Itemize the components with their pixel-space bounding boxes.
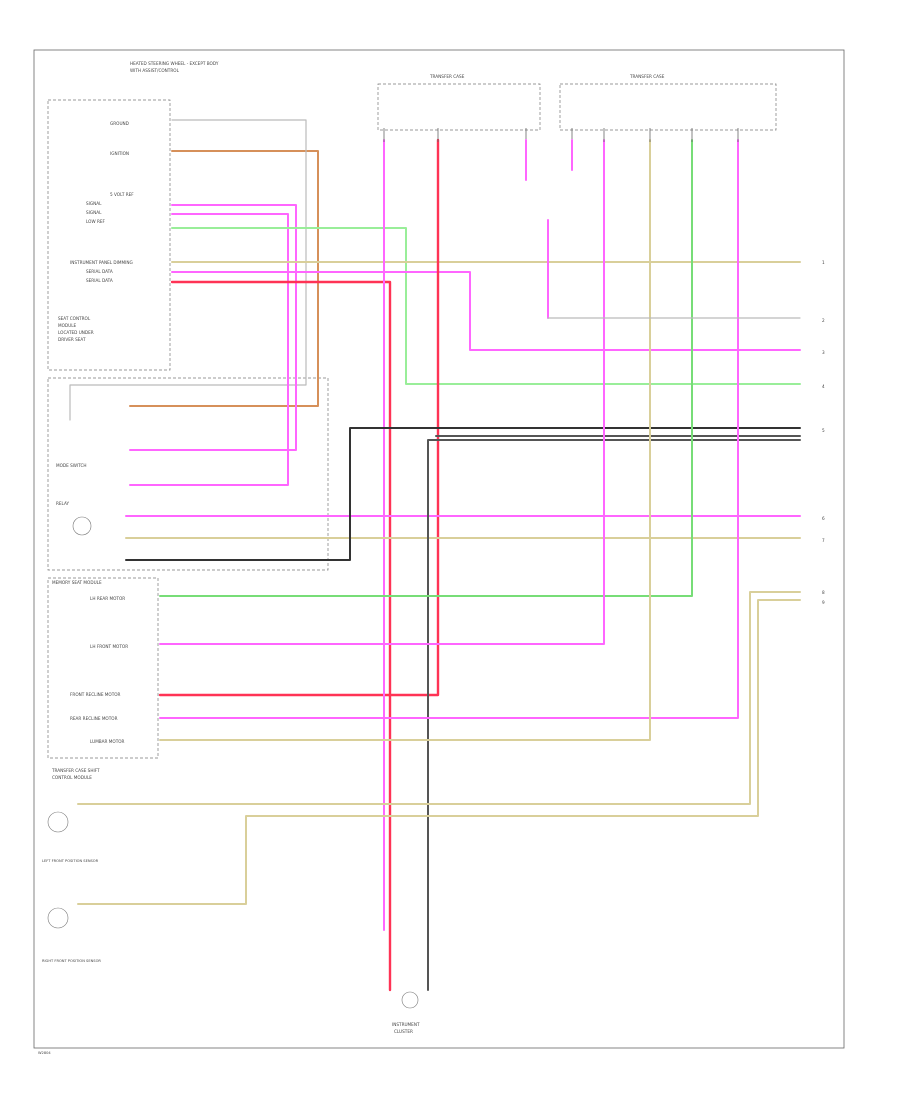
lower-label-3: FRONT RECLINE MOTOR — [70, 692, 121, 697]
lower-label-2: LH FRONT MOTOR — [90, 644, 128, 649]
svg-text:5: 5 — [822, 428, 825, 433]
instrument-cluster-label-1: INSTRUMENT — [392, 1022, 420, 1027]
right-motor-label: RIGHT FRONT POSITION SENSOR — [42, 959, 101, 963]
connector-label-signal-2: SIGNAL — [86, 210, 102, 215]
wire-green-2 — [159, 139, 693, 597]
wire-red-1 — [170, 280, 392, 992]
relay-symbol — [72, 516, 92, 536]
right-row-numbers: 1 2 3 4 5 6 7 8 9 — [822, 260, 825, 605]
seat-module-label-1: SEAT CONTROL — [58, 316, 91, 321]
svg-text:2: 2 — [822, 318, 825, 323]
mode-switch-label: MODE SWITCH — [56, 463, 87, 468]
left-motor-label: LEFT FRONT POSITION SENSOR — [42, 859, 99, 863]
mid-switch-box — [47, 377, 329, 571]
instrument-cluster-symbol — [401, 991, 419, 1009]
wire-pink-lower-2 — [159, 139, 605, 645]
connector-label-ignition: IGNITION — [110, 151, 129, 156]
svg-text:4: 4 — [822, 384, 825, 389]
diagram-frame — [33, 49, 845, 1049]
wire-tan-bottom-1 — [77, 591, 801, 805]
connector-label-signal-1: SIGNAL — [86, 201, 102, 206]
wire-black-1 — [125, 427, 801, 561]
instrument-cluster-label-2: CLUSTER — [394, 1029, 413, 1034]
svg-text:3: 3 — [822, 350, 825, 355]
wire-pink-2 — [129, 213, 289, 486]
svg-text:1: 1 — [822, 260, 825, 265]
wire-pink-lower-3 — [159, 139, 739, 719]
seat-control-module-box — [47, 99, 171, 371]
transfer-case-label-1: TRANSFER CASE — [429, 74, 465, 79]
connector-label-ip-dimming: INSTRUMENT PANEL DIMMING — [70, 260, 133, 265]
wire-red-2 — [158, 138, 440, 697]
svg-text:9: 9 — [822, 600, 825, 605]
lower-label-4: REAR RECLINE MOTOR — [70, 716, 118, 721]
transfer-case-label-2: TRANSFER CASE — [629, 74, 665, 79]
transfer-case-shift-2: CONTROL MODULE — [52, 775, 92, 780]
wire-pink-serial — [171, 271, 801, 351]
transfer-case-shift-1: TRANSFER CASE SHIFT — [51, 768, 100, 773]
svg-text:8: 8 — [822, 590, 825, 595]
transfer-case-box-2 — [559, 83, 777, 131]
memory-seat-module-box — [47, 577, 159, 759]
wire-brown — [129, 150, 319, 407]
lower-label-5: LUMBAR MOTOR — [90, 739, 125, 744]
transfer-case-box-1 — [377, 83, 541, 131]
wire-green-1 — [171, 227, 801, 385]
seat-module-label-3: LOCATED UNDER — [58, 330, 94, 335]
connector-label-ground: GROUND — [110, 121, 129, 126]
relay-label: RELAY — [56, 501, 70, 506]
svg-text:7: 7 — [822, 538, 825, 543]
connector-label-lowref: LOW REF — [86, 219, 106, 224]
memory-seat-module-label: MEMORY SEAT MODULE — [52, 580, 102, 585]
connector-label-5v: 5 VOLT REF — [110, 192, 134, 197]
top-connector-stubs — [383, 128, 739, 142]
connector-label-serial-2: SERIAL DATA — [86, 278, 113, 283]
seat-module-label-4: DRIVER SEAT — [58, 337, 86, 342]
seat-module-label-2: MODULE — [58, 323, 77, 328]
wire-black-2 — [427, 439, 801, 991]
wire-tan-lower — [159, 139, 651, 741]
connector-label-serial-1: SERIAL DATA — [86, 269, 113, 274]
wire-tan-bottom-2 — [77, 599, 801, 905]
wire-pink-1 — [129, 204, 297, 451]
svg-text:6: 6 — [822, 516, 825, 521]
wire-gray-loop — [69, 119, 307, 421]
right-motor-symbol — [47, 907, 69, 929]
footer-code: W2804 — [38, 1051, 51, 1055]
lower-label-1: LH REAR MOTOR — [90, 596, 125, 601]
header-line-2: WITH ASSIST/CONTROL — [130, 68, 180, 73]
left-motor-symbol — [47, 811, 69, 833]
header-line-1: HEATED STEERING WHEEL - EXCEPT BODY — [130, 61, 219, 66]
